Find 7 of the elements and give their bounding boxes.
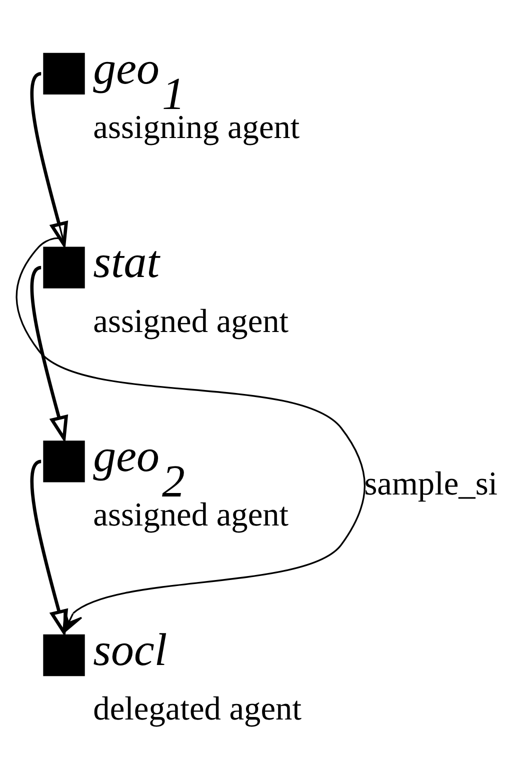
edge-label: sample_si: [364, 465, 498, 502]
node-label: delegated agent: [93, 690, 302, 728]
node-label: assigned agent: [93, 302, 289, 340]
node-label: assigned agent: [93, 496, 289, 534]
node-label: stat: [93, 236, 160, 288]
node-label: socl: [93, 624, 168, 675]
node-label: assigning agent: [93, 108, 300, 146]
